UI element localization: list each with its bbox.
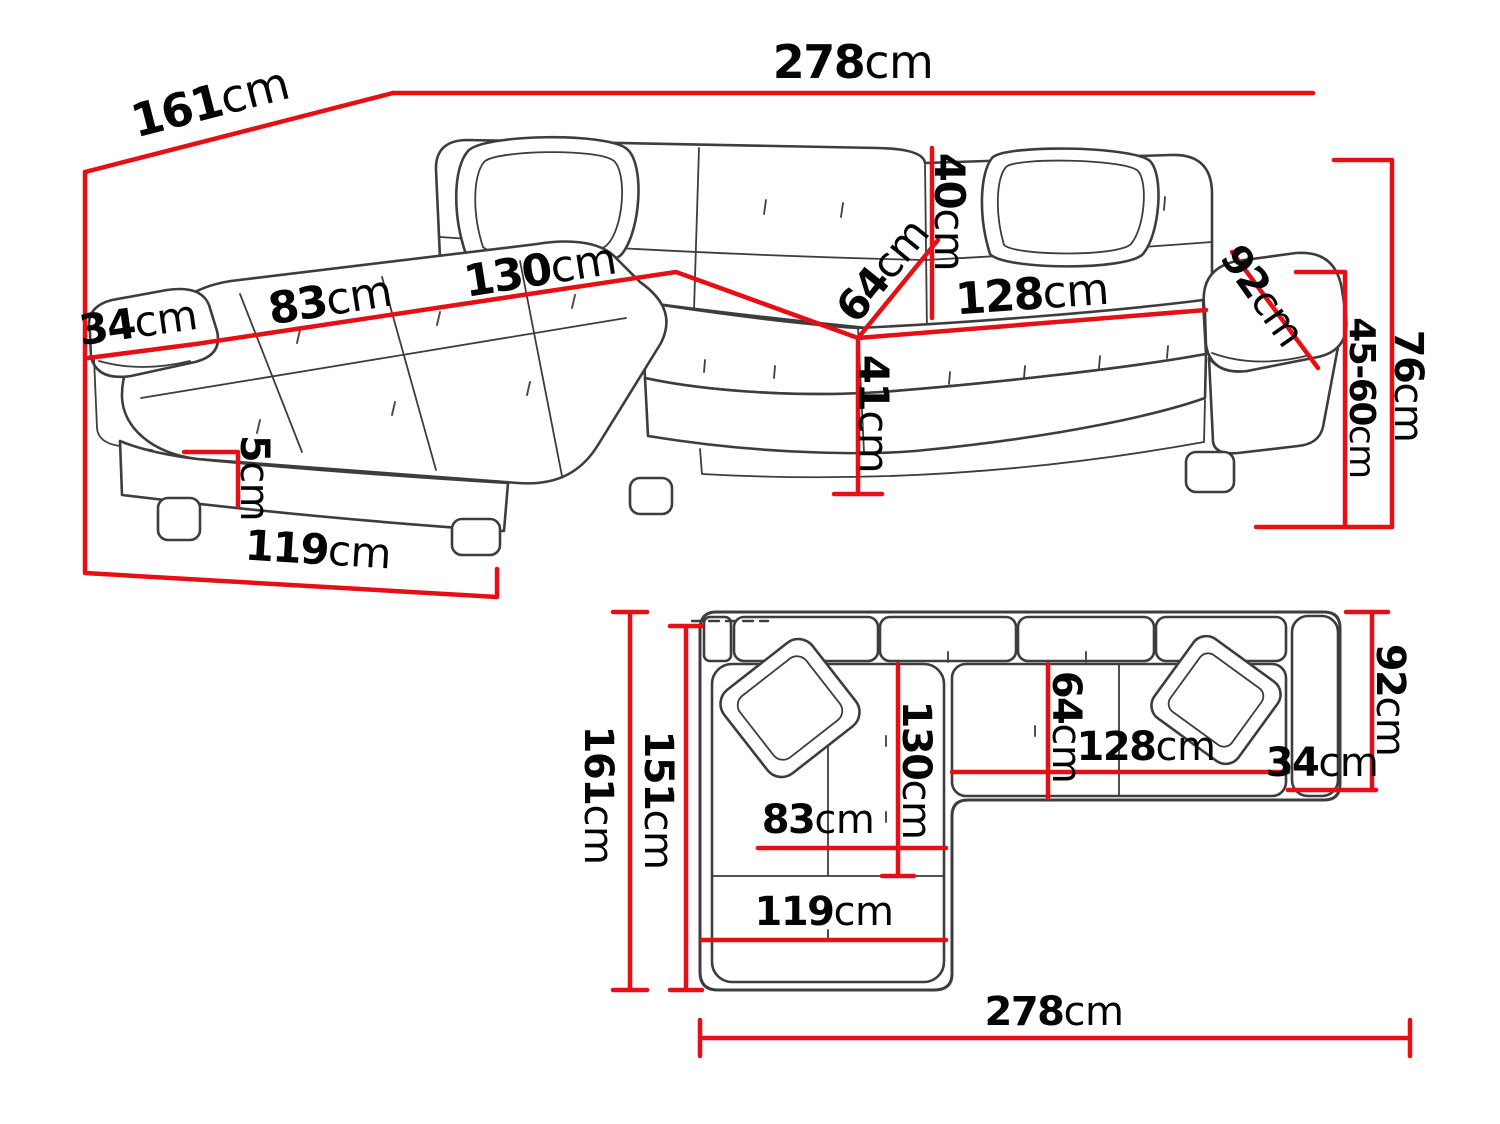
plan-pillow-left-outer	[719, 637, 861, 779]
dim-line-seat-measure	[85, 269, 1209, 361]
dim-label-total-width: 278cm	[773, 35, 934, 89]
dim-line-seat-depth	[855, 237, 941, 341]
dim-label-seat-height-range: 45-60cm	[1342, 317, 1383, 479]
chaise-cushion	[120, 240, 668, 485]
dim-label-total-depth: 161cm	[125, 56, 294, 149]
perspective-view: 278cm 161cm 119cm 76cm 45-60cm 40cm 64cm…	[76, 35, 1431, 600]
plan-dim-line-total-depth	[610, 609, 650, 993]
dimensions-perspective	[82, 90, 1395, 600]
dimensions-plan	[610, 609, 1413, 1059]
plan-dim-label-chaise-length: 130cm	[893, 701, 939, 840]
plan-dim-label-arm-width: 34cm	[1266, 740, 1379, 786]
plan-dim-label-side-depth: 92cm	[1367, 644, 1413, 757]
dim-label-backrest-height: 40cm	[926, 153, 975, 271]
leg-center	[628, 476, 674, 516]
legs	[156, 450, 1236, 557]
plan-view: 161cm 151cm 130cm 64cm 92cm 128cm 34cm 8…	[575, 609, 1413, 1059]
labels-plan: 161cm 151cm 130cm 64cm 92cm 128cm 34cm 8…	[575, 644, 1413, 1035]
dim-line-seat-height	[831, 335, 885, 497]
plan-dim-label-chaise-cushion-width: 83cm	[762, 797, 875, 843]
dim-label-chaise-outer-width: 119cm	[244, 520, 393, 578]
plan-dim-label-seat-depth: 64cm	[1043, 671, 1089, 784]
labels-perspective: 278cm 161cm 119cm 76cm 45-60cm 40cm 64cm…	[76, 35, 1431, 578]
leg-right	[1184, 450, 1236, 494]
dim-line-arm-side-depth	[1229, 249, 1321, 371]
plan-dim-line-bed-depth	[667, 623, 705, 993]
plan-dim-line-chaise-length	[879, 661, 917, 879]
dim-label-chaise-cushion-width: 83cm	[265, 265, 396, 335]
dim-label-arm-width: 34cm	[76, 289, 200, 354]
sofa-plan	[690, 610, 1342, 992]
plan-dim-line-side-depth	[1343, 609, 1391, 793]
plan-pillow-left	[719, 637, 861, 779]
leg-front-mid	[450, 517, 502, 557]
sofa-perspective	[87, 135, 1348, 557]
chaise-base	[118, 439, 510, 533]
dim-line-total-height	[1253, 157, 1395, 530]
plan-pillow-right	[1150, 634, 1282, 766]
plan-dim-label-total-depth: 161cm	[575, 726, 621, 865]
dim-line-leg-height	[181, 449, 241, 509]
plan-backrest-edge	[702, 615, 733, 663]
dim-line-total-depth	[82, 90, 396, 175]
chaise-seams	[140, 260, 627, 477]
leg-front-left	[156, 496, 202, 542]
chaise-tufts	[256, 294, 576, 434]
pillow-right	[980, 147, 1160, 268]
plan-pillow-right-outer	[1150, 634, 1282, 766]
dim-label-seat-height: 41cm	[850, 355, 899, 473]
plan-dim-label-chaise-outer-width: 119cm	[755, 889, 894, 935]
plan-dim-label-seat-width: 128cm	[1077, 724, 1216, 770]
dim-line-chaise-outer-width	[82, 169, 500, 600]
plan-dim-label-total-width: 278cm	[985, 989, 1124, 1035]
plan-dim-label-bed-depth: 151cm	[635, 731, 681, 870]
seat-seams	[703, 327, 1169, 453]
plan-pillow-left-seam	[736, 655, 844, 761]
dim-label-seat-width: 128cm	[954, 263, 1111, 325]
dim-label-total-height: 76cm	[1385, 330, 1431, 443]
pillow-right-seam	[996, 159, 1145, 255]
plan-pillow-right-seam	[1167, 652, 1265, 748]
plan-dim-line-total-width	[697, 1017, 1413, 1059]
dim-label-leg-height: 5cm	[231, 435, 277, 521]
dim-line-seat-height-range	[1293, 269, 1348, 530]
seat-base-edge	[699, 399, 1206, 479]
plan-backrest	[702, 615, 1288, 663]
plan-armrest-right	[1290, 614, 1340, 798]
armrest-right-roll	[1211, 352, 1311, 363]
